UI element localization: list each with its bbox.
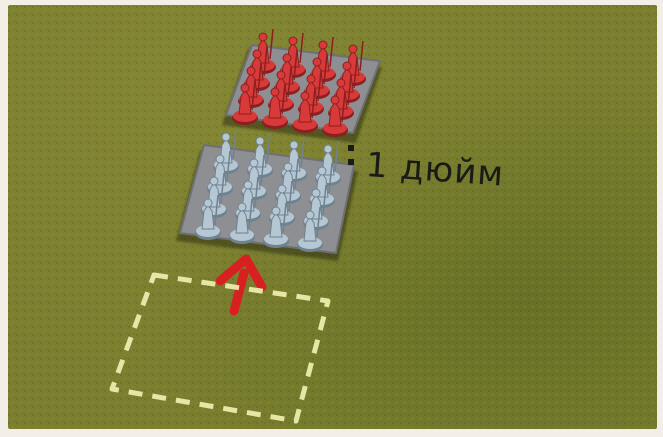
enemy-model-head	[349, 45, 357, 53]
enemy-model-head	[241, 84, 249, 92]
friendly-model-head	[278, 185, 286, 193]
enemy-model-head	[319, 41, 327, 49]
enemy-model-head	[331, 96, 339, 104]
friendly-model-head	[204, 199, 212, 207]
enemy-model-head	[307, 75, 315, 83]
friendly-model-head	[256, 137, 264, 145]
friendly-model-head	[324, 145, 332, 153]
enemy-model-head	[247, 67, 255, 75]
enemy-model-head	[277, 71, 285, 79]
friendly-model-head	[210, 177, 218, 185]
enemy-model-head	[253, 50, 261, 58]
friendly-model-head	[222, 133, 230, 141]
game-board: 1 дюйм	[8, 5, 657, 429]
enemy-model-head	[301, 92, 309, 100]
friendly-model-head	[250, 159, 258, 167]
enemy-model-head	[313, 58, 321, 66]
friendly-model-head	[306, 211, 314, 219]
enemy-model-head	[289, 37, 297, 45]
friendly-model-head	[284, 163, 292, 171]
enemy-model-head	[343, 62, 351, 70]
friendly-model-head	[318, 167, 326, 175]
enemy-model-head	[337, 79, 345, 87]
enemy-model-head	[283, 54, 291, 62]
board-svg	[8, 5, 657, 429]
enemy-model-head	[259, 33, 267, 41]
friendly-model-head	[216, 155, 224, 163]
friendly-model-head	[272, 207, 280, 215]
friendly-model-head	[290, 141, 298, 149]
friendly-model-head	[244, 181, 252, 189]
enemy-model-head	[271, 88, 279, 96]
friendly-model-head	[312, 189, 320, 197]
friendly-model-head	[238, 203, 246, 211]
